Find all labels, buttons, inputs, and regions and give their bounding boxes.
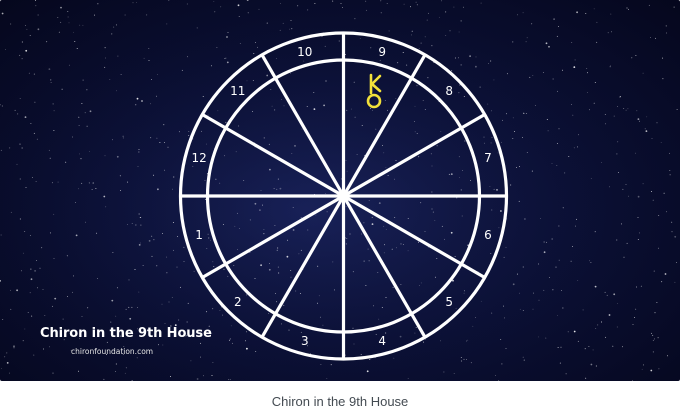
house-number-2: 2 xyxy=(234,295,242,309)
house-number-5: 5 xyxy=(445,295,453,309)
stars xyxy=(0,0,678,381)
house-number-10: 10 xyxy=(297,45,312,59)
house-number-9: 9 xyxy=(378,45,386,59)
house-number-4: 4 xyxy=(378,334,386,348)
house-number-1: 1 xyxy=(195,228,203,242)
house-number-8: 8 xyxy=(445,84,453,98)
house-number-11: 11 xyxy=(230,84,245,98)
watermark-site: chironfoundation.com xyxy=(71,347,154,356)
house-cusps xyxy=(180,33,507,359)
house-number-12: 12 xyxy=(191,151,206,165)
house-number-6: 6 xyxy=(484,228,492,242)
image-caption: Chiron in the 9th House xyxy=(271,394,409,409)
house-number-7: 7 xyxy=(484,151,492,165)
watermark-title: Chiron in the 9th House xyxy=(40,326,212,341)
chiron-glyph-icon xyxy=(366,73,382,109)
house-number-3: 3 xyxy=(301,334,309,348)
house-cusp-line xyxy=(201,113,486,279)
